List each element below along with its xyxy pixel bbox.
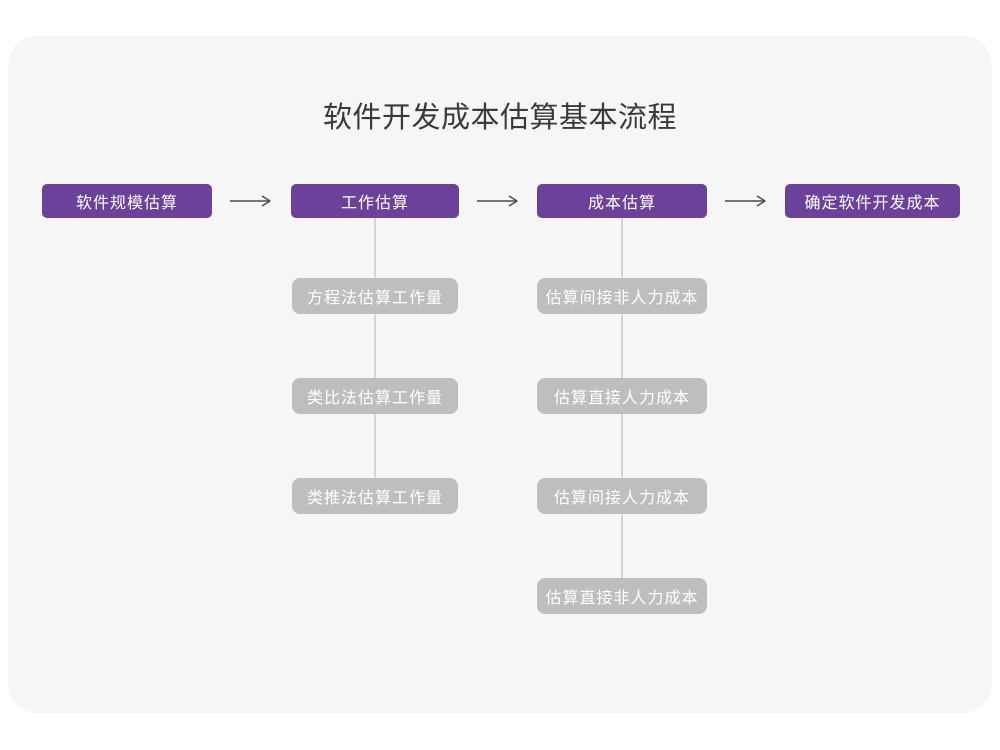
connector-line-work-column [374,218,376,492]
sub-node-equation-method: 方程法估算工作量 [292,278,458,314]
sub-node-extrapolation-method: 类推法估算工作量 [292,478,458,514]
stage-node-work-estimation: 工作估算 [291,184,459,218]
sub-node-direct-labor-cost: 估算直接人力成本 [537,378,707,414]
stage-node-determine-development-cost: 确定软件开发成本 [785,184,960,218]
diagram-card [8,36,992,713]
sub-node-indirect-labor-cost: 估算间接人力成本 [537,478,707,514]
arrow-right-icon [230,195,271,207]
sub-node-direct-nonlabor-cost: 估算直接非人力成本 [537,578,707,614]
sub-node-indirect-nonlabor-cost: 估算间接非人力成本 [537,278,707,314]
arrow-right-icon [725,195,766,207]
stage-node-cost-estimation: 成本估算 [537,184,707,218]
stage-node-software-size-estimation: 软件规模估算 [42,184,212,218]
arrow-right-icon [477,195,518,207]
diagram-title: 软件开发成本估算基本流程 [322,102,677,134]
sub-node-analogy-method: 类比法估算工作量 [292,378,458,414]
